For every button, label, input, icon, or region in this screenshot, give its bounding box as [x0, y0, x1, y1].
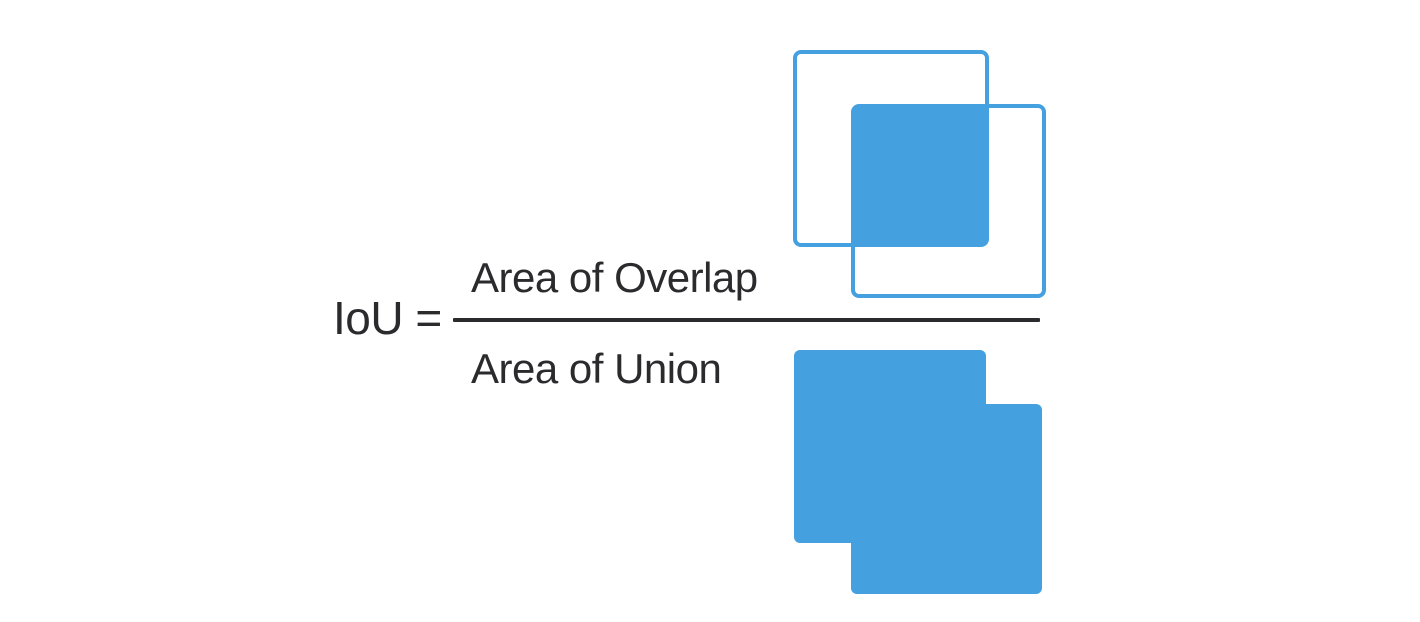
fraction-bar: [453, 318, 1040, 322]
union-seam-patch: [851, 404, 986, 543]
overlap-diagram-svg: [793, 50, 1046, 298]
overlap-diagram: [780, 36, 1060, 311]
union-diagram: [780, 336, 1060, 611]
fraction-numerator-label: Area of Overlap: [471, 254, 758, 301]
union-diagram-svg: [794, 350, 1042, 594]
fraction-denominator-label: Area of Union: [471, 345, 722, 392]
overlap-intersection-fill: [853, 106, 987, 245]
iou-equals-label: IoU =: [333, 292, 442, 344]
union-filled-shape: [794, 350, 1042, 594]
